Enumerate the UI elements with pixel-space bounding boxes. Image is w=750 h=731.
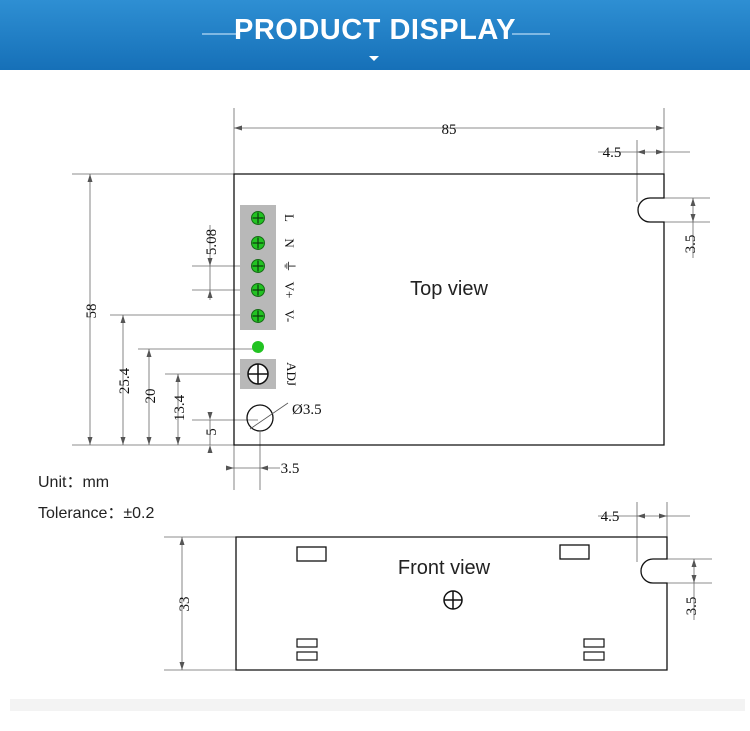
terminal-screws	[251, 211, 265, 323]
front-view-outline	[235, 536, 668, 671]
unit-note: Unit：mm	[38, 474, 110, 491]
front-slot-right	[559, 544, 590, 560]
top-view-outline	[233, 173, 665, 446]
mounting-hole	[246, 404, 274, 432]
dim-13-4: 13.4	[172, 394, 188, 421]
front-slot-offset-dim: 4.5	[601, 509, 620, 525]
hole-x-dim: 3.5	[281, 461, 300, 477]
page-title: PRODUCT DISPLAY	[234, 14, 516, 46]
top-view-label: Top view	[410, 278, 488, 300]
status-led	[252, 341, 264, 353]
pin-label-ground: ⏚	[282, 259, 297, 272]
chevron-down-icon	[369, 56, 379, 61]
dim-5: 5	[204, 428, 220, 436]
top-slot-width-dim: 3.5	[683, 235, 699, 254]
pin-label-v-plus: V+	[282, 282, 297, 299]
adj-label: ADJ	[284, 362, 299, 386]
height-dim: 58	[84, 304, 100, 319]
pin-label-n: N	[282, 238, 297, 248]
front-slot-width-dim: 3.5	[684, 597, 700, 616]
tolerance-note: Tolerance：±0.2	[38, 505, 155, 522]
front-height-dim: 33	[177, 597, 193, 612]
top-slot-offset-dim: 4.5	[603, 145, 622, 161]
dim-20: 20	[143, 389, 159, 404]
header-right-dash	[512, 33, 550, 35]
header-banner: PRODUCT DISPLAY	[0, 0, 750, 70]
width-dim: 85	[442, 122, 457, 138]
hole-diameter-dim: Ø3.5	[292, 402, 322, 418]
dim-25-4: 25.4	[117, 367, 133, 394]
pin-pitch-dim: 5.08	[204, 229, 220, 255]
front-slot-left	[296, 546, 327, 562]
front-view-label: Front view	[398, 557, 491, 579]
pin-label-l: L	[282, 214, 297, 222]
footer-band	[10, 699, 745, 711]
header-left-dash	[202, 33, 240, 35]
pin-label-v-minus: V-	[282, 310, 297, 323]
